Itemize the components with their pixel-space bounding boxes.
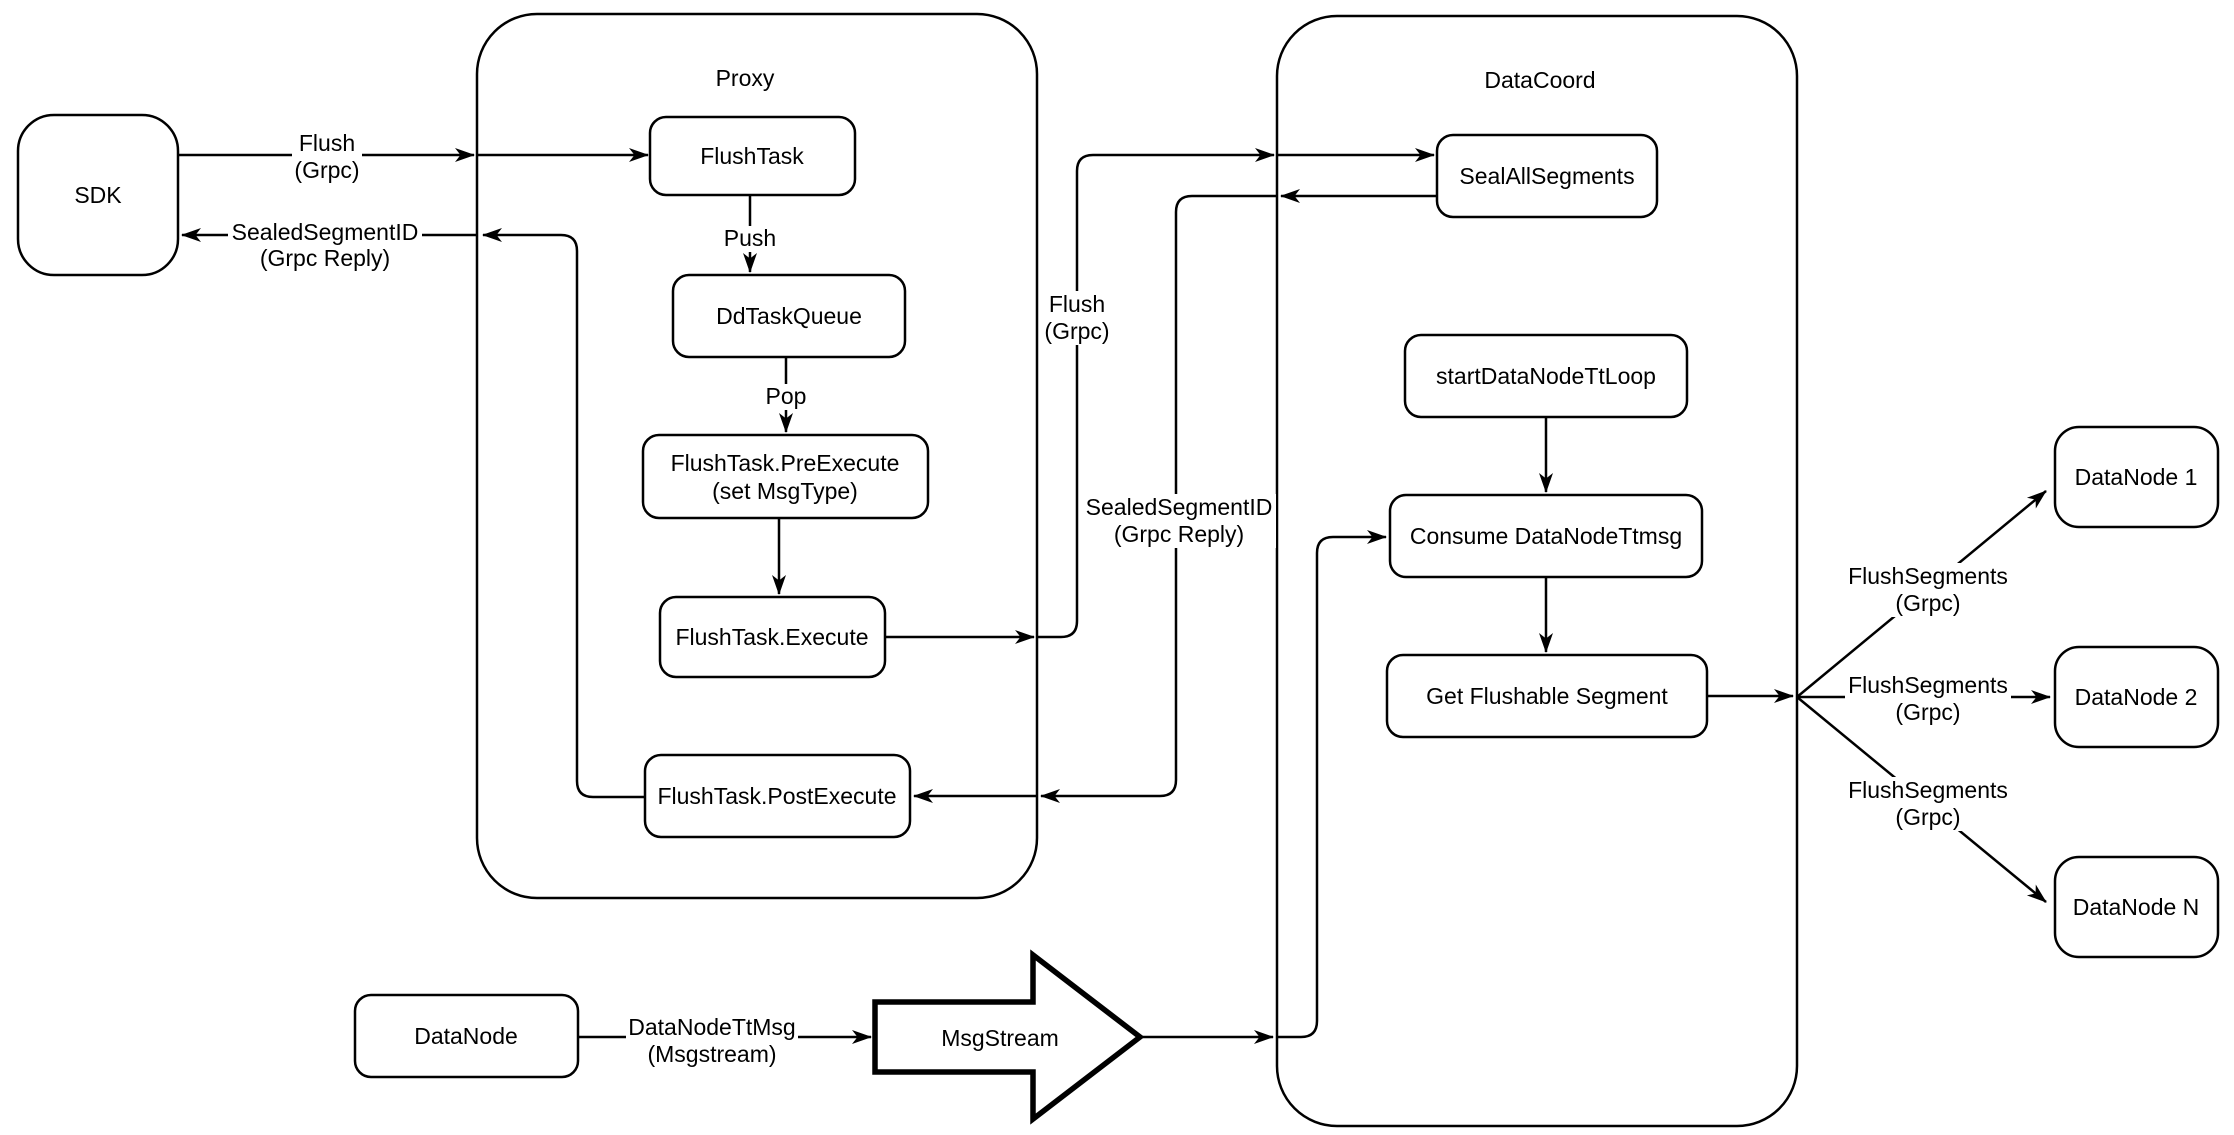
node-datanoden-label: DataNode N [2073, 894, 2200, 920]
node-datanode1 [2053, 425, 2220, 529]
node-datanode-bottom [353, 993, 580, 1079]
label-flush-mid-line1: Flush [1049, 291, 1105, 317]
datacoord-container [1275, 14, 1799, 1128]
datacoord-container-title: DataCoord [1484, 67, 1595, 93]
node-postexecute [643, 753, 912, 839]
label-flush-mid-bg [1042, 291, 1112, 345]
label-sealedsegmentid-mid-line1: SealedSegmentID [1086, 494, 1273, 520]
label-datanodettmsg-line1: DataNodeTtMsg [628, 1014, 795, 1040]
node-sdk [16, 113, 180, 277]
node-execute-label: FlushTask.Execute [675, 624, 868, 650]
node-preexecute-label-line1: FlushTask.PreExecute [671, 450, 900, 476]
label-sealedsegmentid-sdk-bg [228, 217, 422, 269]
label-flushsegments1-line1: FlushSegments [1848, 563, 2008, 589]
label-sealedsegmentid-mid-bg [1082, 494, 1276, 548]
node-postexecute-label: FlushTask.PostExecute [657, 783, 896, 809]
proxy-container [475, 12, 1039, 900]
label-flushsegments2-line1: FlushSegments [1848, 672, 2008, 698]
msgstream-label: MsgStream [941, 1025, 1059, 1051]
label-sealedsegmentid-sdk-line2: (Grpc Reply) [260, 245, 390, 271]
node-startdatanodettloop [1403, 333, 1689, 419]
node-preexecute-label-line2: (set MsgType) [712, 478, 858, 504]
node-execute [658, 595, 887, 679]
edge-proxy-to-datacoord-flush [1037, 148, 1275, 639]
label-flush-mid-line2: (Grpc) [1044, 318, 1109, 344]
label-sealedsegmentid-mid-line2: (Grpc Reply) [1114, 521, 1244, 547]
proxy-container-title: Proxy [716, 65, 775, 91]
node-sdk-label: SDK [74, 182, 122, 208]
label-flushsegments3-line2: (Grpc) [1895, 804, 1960, 830]
label-sealedsegmentid-sdk-line1: SealedSegmentID [232, 219, 419, 245]
node-flushtask-label: FlushTask [700, 143, 804, 169]
node-getflushablesegment [1385, 653, 1709, 739]
label-flushsegments1-line2: (Grpc) [1895, 590, 1960, 616]
label-flushsegments1-bg [1845, 563, 2011, 617]
label-flush-sdk-bg [292, 131, 362, 183]
node-sealallsegments [1435, 133, 1659, 219]
edge-datacoord-riser-to-consume [1277, 530, 1387, 1039]
node-getflushablesegment-label: Get Flushable Segment [1426, 683, 1668, 709]
label-pop-bg [763, 384, 809, 410]
node-datanode1-label: DataNode 1 [2075, 464, 2198, 490]
node-consumedatanodettmsg-label: Consume DataNodeTtmsg [1410, 523, 1682, 549]
node-datanode2 [2053, 645, 2220, 749]
label-flushsegments3-bg [1845, 777, 2011, 831]
label-flush-sdk-line2: (Grpc) [294, 157, 359, 183]
label-flush-sdk-line1: Flush [299, 130, 355, 156]
msgstream-arrow-shape [872, 949, 1145, 1125]
node-datanode-bottom-label: DataNode [414, 1023, 518, 1049]
node-datanoden [2053, 855, 2220, 959]
node-startdatanodettloop-label: startDataNodeTtLoop [1436, 363, 1656, 389]
node-consumedatanodettmsg [1388, 493, 1704, 579]
node-ddtaskqueue [671, 273, 907, 359]
label-push-bg [722, 226, 778, 252]
label-flushsegments2-line2: (Grpc) [1895, 699, 1960, 725]
label-flushsegments3-line1: FlushSegments [1848, 777, 2008, 803]
edge-postexecute-to-proxy-edge-reply [482, 228, 645, 799]
label-pop: Pop [766, 383, 807, 409]
node-flushtask [648, 115, 857, 197]
node-ddtaskqueue-label: DdTaskQueue [716, 303, 862, 329]
label-datanodettmsg-line2: (Msgstream) [647, 1041, 776, 1067]
label-push: Push [724, 225, 776, 251]
node-datanode2-label: DataNode 2 [2075, 684, 2198, 710]
node-preexecute [641, 433, 930, 520]
label-datanodettmsg-bg [626, 1012, 798, 1066]
node-sealallsegments-label: SealAllSegments [1459, 163, 1634, 189]
label-flushsegments2-bg [1845, 672, 2011, 726]
